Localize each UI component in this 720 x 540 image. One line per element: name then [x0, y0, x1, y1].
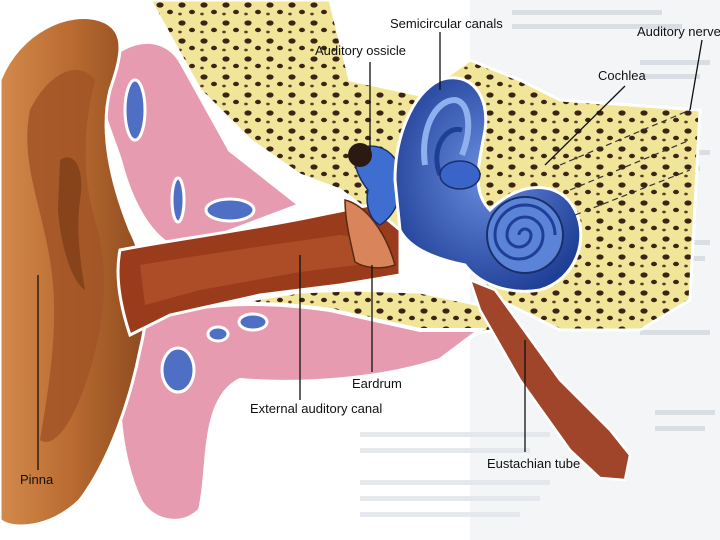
label-cochlea: Cochlea [598, 68, 646, 83]
label-auditory-nerve: Auditory nerve [637, 24, 720, 39]
label-auditory-ossicle: Auditory ossicle [315, 43, 406, 58]
label-pinna: Pinna [20, 472, 54, 487]
label-semicircular-canals: Semicircular canals [390, 16, 503, 31]
label-eustachian-tube: Eustachian tube [487, 456, 580, 471]
label-eardrum: Eardrum [352, 376, 402, 391]
label-external-auditory-canal: External auditory canal [250, 401, 382, 416]
